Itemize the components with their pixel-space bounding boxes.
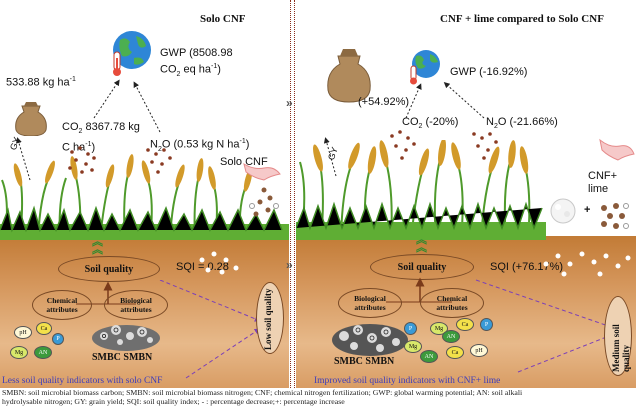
microbe-cluster-right-icon: [332, 324, 408, 356]
co2-change-label: CO2 (-20%): [402, 116, 459, 131]
node-ph-left: pH: [14, 326, 32, 339]
node-ca-right-1: Ca: [456, 318, 474, 331]
chevron-right-icon-top: »: [286, 96, 293, 110]
chemical-attributes-left: Chemical attributes: [32, 290, 92, 320]
node-ph-right: pH: [470, 344, 488, 357]
gwp-change-label: GWP (-16.92%): [450, 66, 528, 78]
soil-quality-oval-left: Soil quality: [58, 256, 160, 282]
n2o-label: N2O (0.53 kg N ha-1): [150, 138, 250, 153]
node-ca-right-2: Ca: [446, 346, 464, 359]
footnote: SMBN: soil microbial biomass carbon; SMB…: [0, 388, 636, 407]
chevron-right-icon-bottom: »: [286, 258, 293, 272]
emission-arrows-left: [15, 79, 172, 181]
hand-fertilizer-icon: [243, 162, 281, 217]
node-ca-left: Ca: [36, 322, 52, 335]
wheat-field-left-icon: [0, 154, 289, 240]
grain-yield-value: 533.88 kg ha-1: [6, 76, 76, 89]
plus-sign: +: [584, 204, 591, 216]
node-p-left: P: [52, 333, 64, 345]
globe-warming-icon: [113, 31, 151, 76]
growth-chevron-left: ︽︽: [92, 236, 103, 256]
low-soil-quality-ellipse: [256, 282, 284, 354]
co2-label: CO2 8367.78 kg C ha-1): [62, 121, 140, 154]
emission-arrows-right: [323, 81, 498, 177]
right-treatment-label: CNF+ lime: [588, 170, 618, 195]
soil-particles-right: [543, 251, 631, 277]
grain-sack-large-icon: [327, 49, 371, 103]
soil-particles-left: [199, 251, 239, 275]
sqi-value-left: SQI = 0.28: [176, 261, 229, 273]
node-p-right-2: P: [404, 322, 417, 335]
medium-soil-quality-label: Medium soil quality: [611, 324, 631, 372]
node-an-left: AN: [34, 346, 52, 359]
lime-pile-icon: [550, 198, 576, 224]
left-panel-title: Solo CNF: [200, 13, 246, 25]
n2o-change-label: N2O (-21.66%): [486, 116, 558, 131]
gy-change-label: (+54.92%): [358, 96, 410, 108]
left-caption: Less soil quality indicators with solo C…: [2, 376, 163, 386]
gwp-label: GWP (8508.98 CO2 eq ha-1): [160, 47, 233, 78]
node-p-right-1: P: [480, 318, 493, 331]
left-treatment-label: Solo CNF: [220, 156, 268, 168]
smbc-smbn-right: SMBC SMBN: [334, 356, 395, 367]
biological-attributes-right: Biological attributes: [338, 288, 402, 318]
smbc-smbn-left: SMBC SMBN: [92, 352, 153, 363]
node-mg-left: Mg: [10, 346, 28, 359]
growth-chevron-right: ︽︽: [416, 234, 427, 254]
panel-divider: [290, 0, 295, 390]
node-an-right-2: AN: [442, 330, 460, 343]
fertilizer-granules-icon: [601, 203, 629, 229]
biological-attributes-left: Biological attributes: [104, 290, 168, 320]
node-mg-right-2: Mg: [404, 340, 422, 353]
right-caption: Improved soil quality indicators with CN…: [314, 376, 501, 386]
node-an-right-1: AN: [420, 350, 438, 363]
hand-icon-right: [599, 138, 635, 161]
chemical-attributes-right: Chemical attributes: [420, 288, 484, 318]
microbe-cluster-left-icon: [92, 325, 160, 351]
right-panel-title: CNF + lime compared to Solo CNF: [440, 13, 604, 25]
wheat-field-right-icon: [296, 140, 546, 240]
globe-warming-icon-right: [410, 50, 440, 85]
low-soil-quality-label: Low soil quality: [263, 288, 273, 350]
medium-soil-quality-ellipse: [604, 296, 632, 376]
